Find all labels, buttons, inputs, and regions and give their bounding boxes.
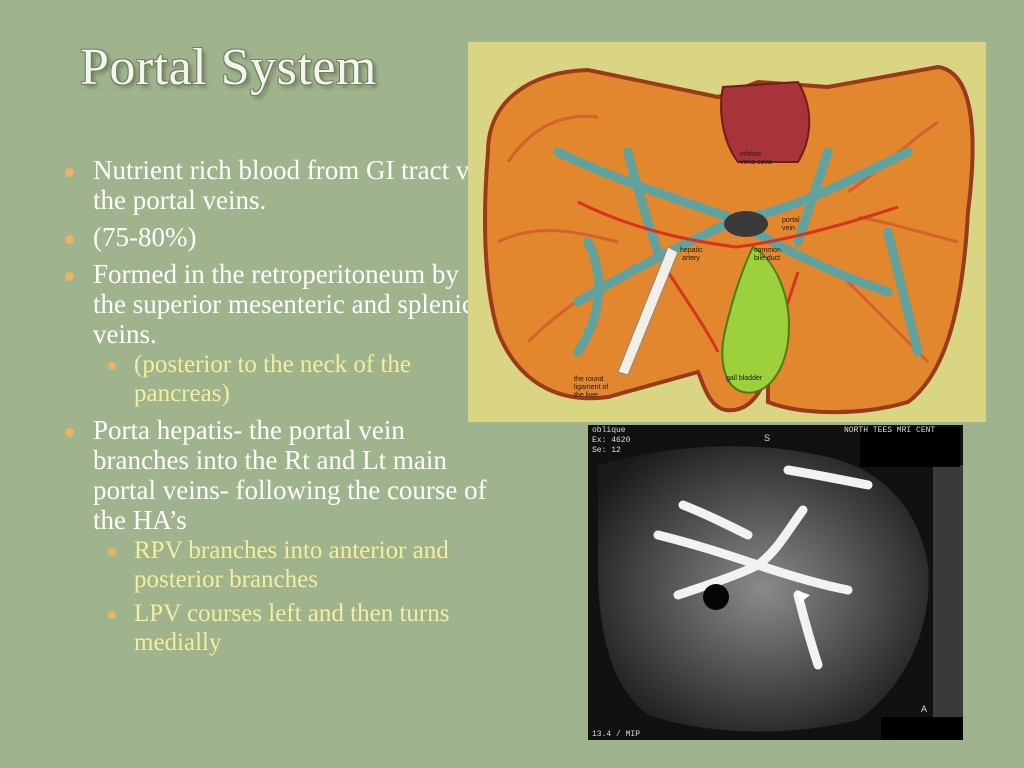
sub-bullet-text: RPV branches into anterior and posterior… bbox=[134, 537, 449, 593]
bullet-text: (75-80%) bbox=[93, 222, 197, 252]
bullet-text: Nutrient rich blood from GI tract via th… bbox=[93, 155, 489, 215]
mri-dark-spot bbox=[703, 584, 729, 610]
sub-bullet-text: (posterior to the neck of the pancreas) bbox=[134, 351, 411, 407]
label-cbd-1: common bbox=[754, 247, 781, 254]
label-hepatic-1: hepatic bbox=[680, 247, 703, 254]
bullet-item: Nutrient rich blood from GI tract via th… bbox=[62, 155, 492, 215]
sub-bullet-text: LPV courses left and then turns medially bbox=[134, 600, 450, 656]
bullet-list: Nutrient rich blood from GI tract via th… bbox=[62, 155, 492, 664]
bullet-text: Formed in the retroperitoneum by the sup… bbox=[93, 259, 474, 349]
bullet-text: Porta hepatis- the portal vein branches … bbox=[93, 415, 487, 535]
portal-vein-lumen bbox=[724, 211, 768, 237]
slide-title: Portal System bbox=[80, 39, 377, 96]
mri-side-band bbox=[933, 465, 963, 725]
sub-bullet-item: (posterior to the neck of the pancreas) bbox=[62, 350, 492, 408]
label-hepatic-2: artery bbox=[682, 255, 700, 262]
label-portal-1: portal bbox=[782, 217, 800, 224]
mri-text-ex: Ex: 4620 bbox=[592, 436, 631, 445]
mri-liver-region bbox=[598, 446, 929, 732]
portal-vein-branches bbox=[553, 147, 923, 357]
mri-marker-s: S bbox=[764, 433, 770, 443]
sub-bullet-item: LPV courses left and then turns medially bbox=[62, 599, 492, 657]
mri-arrow-marker bbox=[796, 590, 810, 603]
bullet-item: Formed in the retroperitoneum by the sup… bbox=[62, 259, 492, 408]
liver-shape bbox=[483, 64, 975, 415]
label-cbd-2: bile duct bbox=[754, 255, 780, 262]
label-portal-2: vein bbox=[782, 225, 795, 232]
mri-text-centre: NORTH TEES MRI CENT bbox=[844, 426, 935, 435]
bullet-item: Porta hepatis- the portal vein branches … bbox=[62, 415, 492, 657]
sub-bullet-item: RPV branches into anterior and posterior… bbox=[62, 536, 492, 594]
round-ligament bbox=[617, 246, 679, 376]
mri-portal-veins bbox=[653, 465, 873, 670]
label-ivc-1: inferior bbox=[740, 151, 762, 158]
mri-marker-a: A bbox=[921, 704, 927, 714]
bullet-item: (75-80%) bbox=[62, 222, 492, 252]
mri-overlay-top-right bbox=[860, 427, 960, 467]
mri-text-mip: 13.4 / MIP bbox=[592, 730, 640, 739]
label-round-3: the liver bbox=[574, 392, 599, 399]
mri-image: oblique Ex: 4620 Se: 12 NORTH TEES MRI C… bbox=[588, 425, 963, 740]
mri-overlay-bottom-right bbox=[881, 717, 963, 740]
liver-illustration: inferior vena cava portal vein hepatic a… bbox=[468, 42, 986, 422]
gall-bladder bbox=[721, 245, 790, 394]
mri-text-se: Se: 12 bbox=[592, 446, 621, 455]
label-ivc-2: vena cava bbox=[740, 159, 772, 166]
label-round-2: ligament of bbox=[574, 384, 608, 391]
mri-text-oblique: oblique bbox=[592, 426, 626, 435]
label-gall-bladder: gall bladder bbox=[726, 375, 763, 382]
label-round-1: the round bbox=[574, 376, 604, 383]
ivc-shape bbox=[720, 80, 811, 163]
